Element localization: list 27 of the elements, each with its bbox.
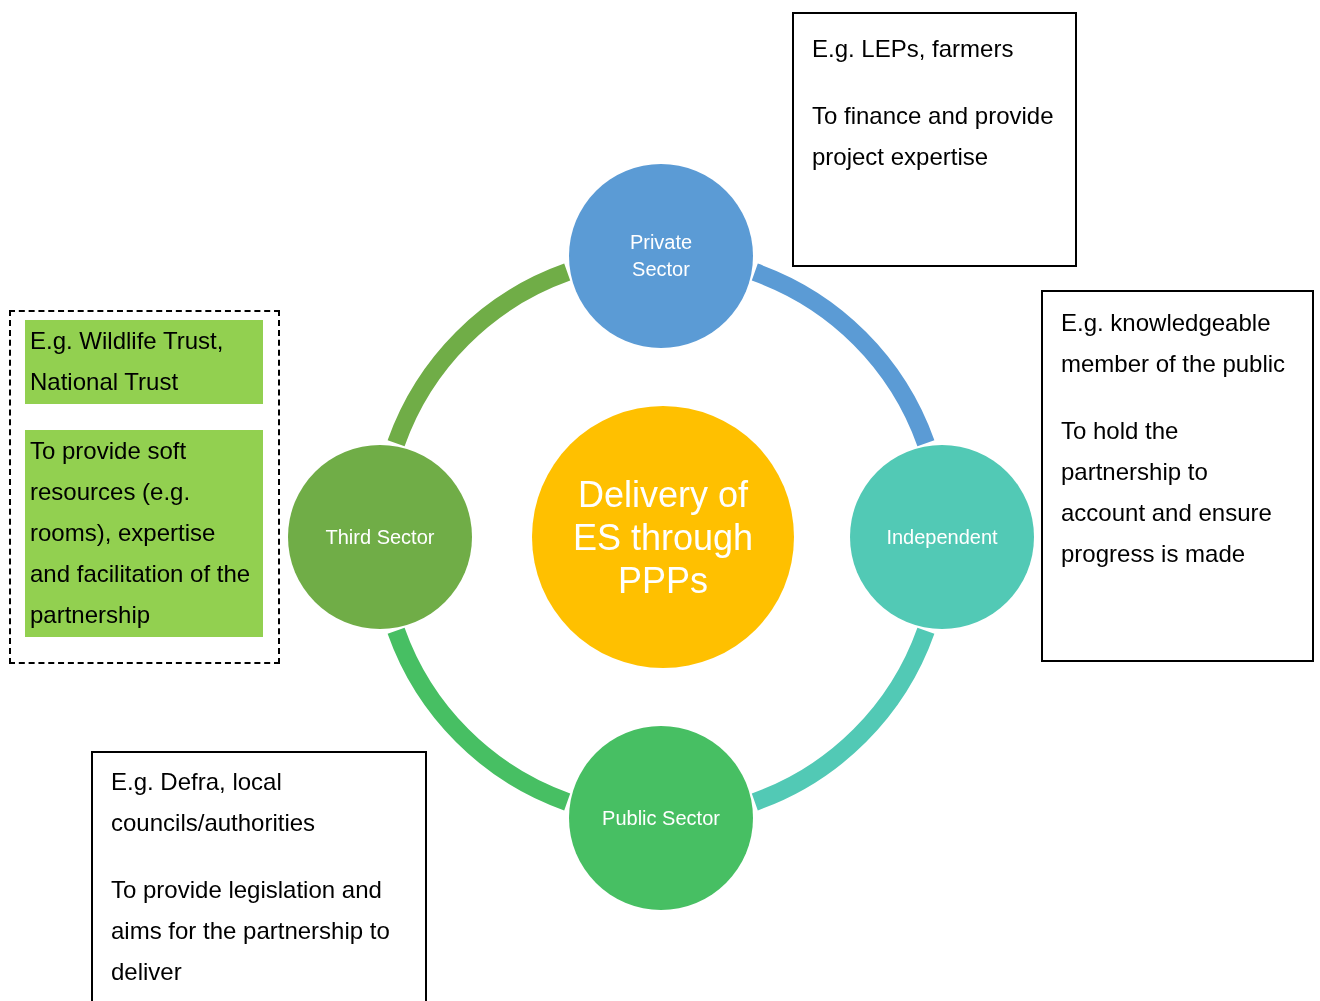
sector-circle: [288, 445, 472, 629]
example-box: [1041, 290, 1314, 662]
box-text: E.g. Defra, local councils/authorities: [111, 767, 317, 838]
arc-connector: [751, 627, 935, 811]
arc-connector: [751, 263, 935, 447]
circle-label: Delivery of ES through PPPs: [571, 472, 755, 602]
box-text: E.g. knowledgeable member of the public: [1061, 308, 1287, 379]
center-circle: [532, 406, 794, 668]
arc-connector: [387, 263, 571, 447]
circle-label: Public Sector: [602, 805, 720, 831]
box-text: To provide legislation and aims for the partnership to deliver: [111, 875, 391, 987]
dashed-group-box: [9, 310, 280, 664]
example-box: [25, 320, 263, 404]
sector-circle: [569, 726, 753, 910]
example-box: [91, 751, 427, 1001]
box-text: E.g. LEPs, farmers: [812, 34, 1015, 64]
circle-label: Third Sector: [325, 524, 435, 550]
box-text: E.g. Wildlife Trust, National Trust: [30, 326, 225, 397]
arc-connector: [387, 627, 571, 811]
circle-label: Private Sector: [628, 230, 694, 282]
box-text: To finance and provide project expertise: [812, 101, 1055, 172]
box-text: To provide soft resources (e.g. rooms), expertise and facilitation of the partnership: [30, 436, 252, 630]
box-text: To hold the partnership to account and ensure progress is made: [1061, 416, 1273, 569]
sector-circle: [569, 164, 753, 348]
circle-label: Independent: [886, 524, 998, 550]
sector-circle: [850, 445, 1034, 629]
example-box: [792, 12, 1077, 267]
